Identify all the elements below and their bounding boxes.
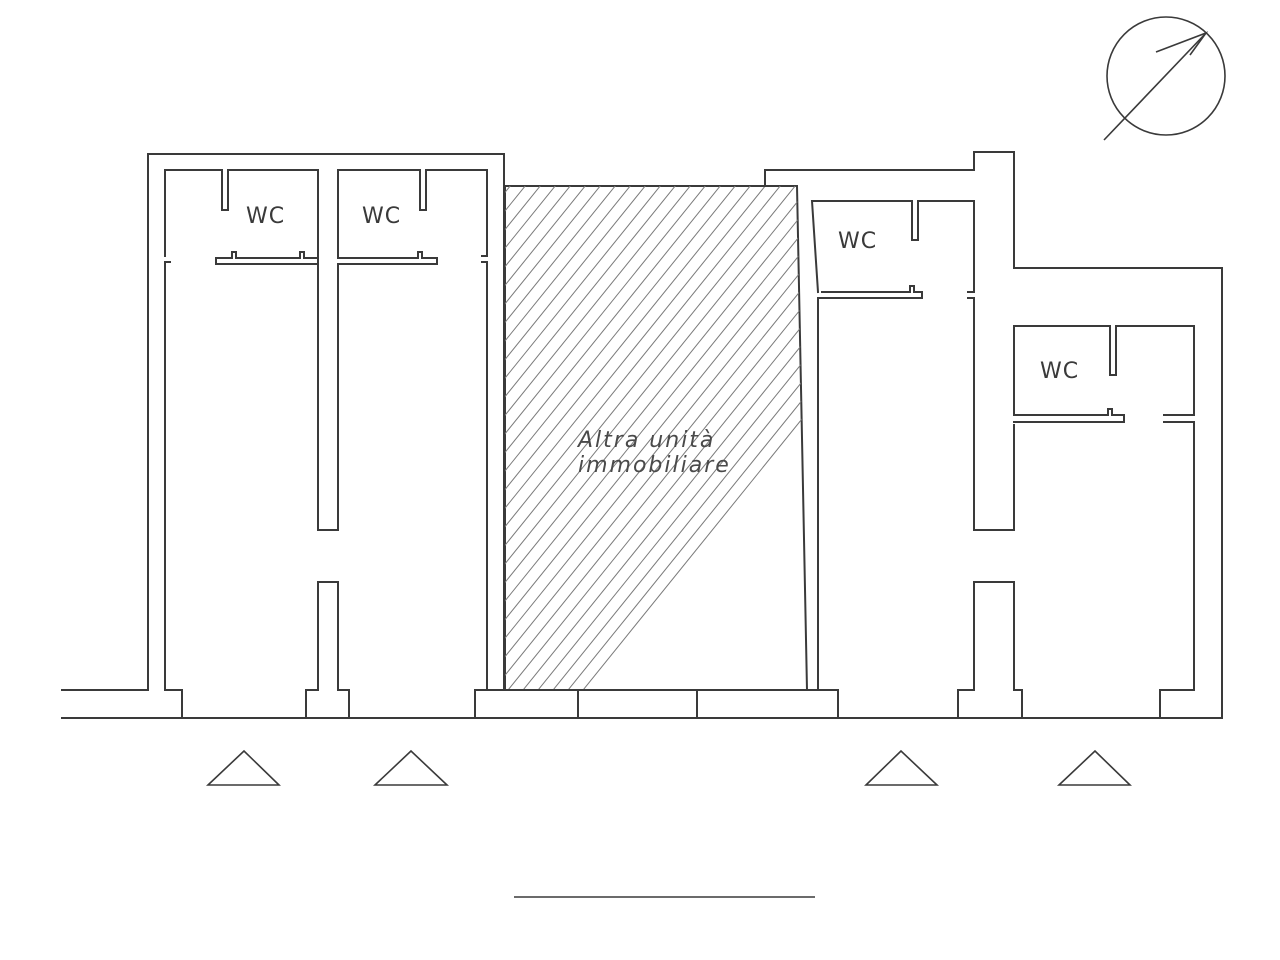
hatch-line: [505, 186, 711, 690]
hatch-line: [505, 186, 771, 690]
hatch-line: [505, 186, 756, 690]
entrance-triangle-icon: [864, 749, 940, 786]
hatch-line: [514, 186, 807, 690]
left-units-block: [147, 153, 505, 719]
hatch-pattern: [0, 180, 807, 700]
hatch-line: [505, 186, 621, 690]
hatch-line: [505, 186, 801, 690]
hatch-line: [505, 186, 807, 690]
hatch-line: [505, 186, 741, 690]
hatch-line: [505, 186, 666, 690]
right-block-outer-wall: [764, 151, 1223, 719]
unit-2: [337, 169, 488, 719]
unit-4: [1013, 325, 1195, 719]
hatch-line: [505, 186, 531, 690]
north-arrow-icon: [1103, 16, 1226, 141]
right-units-block: [764, 151, 1223, 719]
hatch-line: [505, 186, 807, 690]
street-facade-line: [61, 689, 1223, 719]
hatch-line: [574, 186, 807, 690]
hatch-line: [505, 186, 807, 690]
wc-label-unit-1: WC: [246, 204, 285, 229]
entrance-triangle-icon: [205, 749, 281, 786]
hatch-line: [505, 186, 807, 690]
hatch-line: [505, 186, 651, 690]
other-unit-label-line2: immobiliare: [578, 453, 731, 478]
unit-1: [164, 169, 339, 719]
wc-label-unit-2: WC: [362, 204, 401, 229]
hatch-line: [505, 186, 786, 690]
other-unit-label-line1: Altra unità: [576, 428, 715, 453]
hatch-line: [505, 186, 636, 690]
hatch-line: [505, 186, 807, 690]
entrance-triangle-icon: [372, 749, 450, 786]
wc-label-unit-3: WC: [838, 229, 877, 254]
other-property-area: Altra unità immobiliare: [0, 180, 809, 700]
hatch-line: [0, 180, 380, 700]
left-block-outer-wall: [147, 153, 505, 691]
hatch-line: [505, 186, 546, 690]
hatch-line: [505, 186, 681, 690]
entrance-triangle-icon: [1056, 749, 1132, 786]
wc-label-unit-4: WC: [1040, 359, 1079, 384]
hatch-line: [559, 186, 807, 690]
hatch-line: [0, 180, 395, 700]
unit-3: [810, 200, 1015, 719]
hatch-line: [505, 186, 726, 690]
hatch-line: [505, 186, 696, 690]
hatch-line: [544, 186, 807, 690]
unit-1-inner-wall: [164, 261, 171, 691]
hatch-line: [529, 186, 807, 690]
hatch-line: [505, 186, 807, 690]
hatch-line: [505, 186, 606, 690]
hatch-line: [505, 186, 591, 690]
hatch-line: [505, 186, 807, 690]
